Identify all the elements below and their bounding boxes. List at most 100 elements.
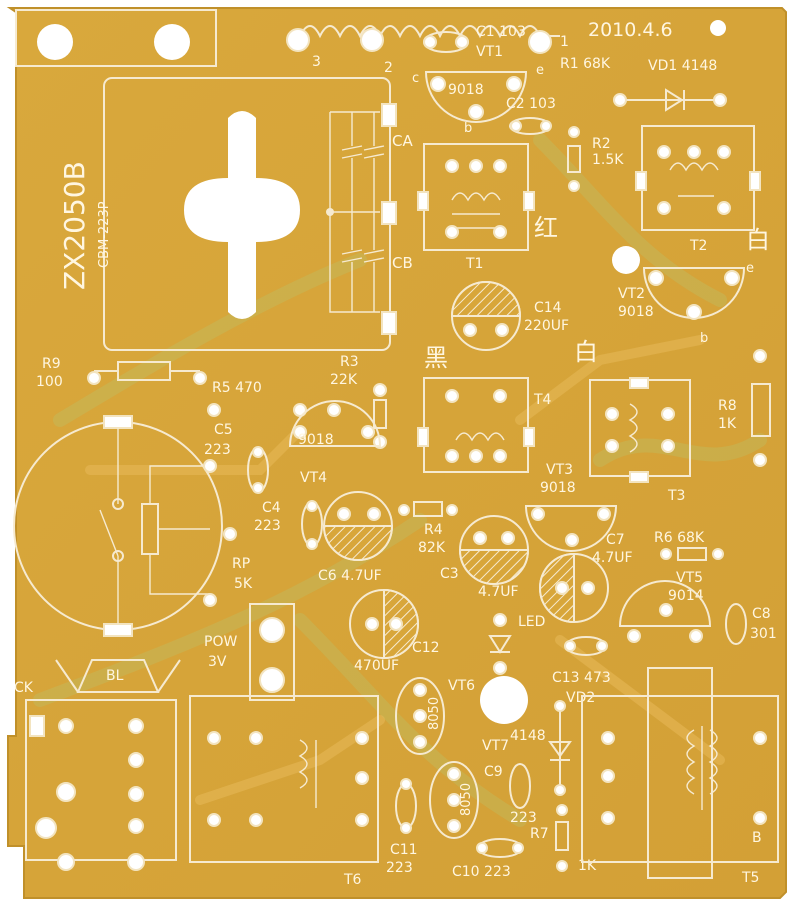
pad [512, 842, 524, 854]
pad [657, 145, 671, 159]
vt2-type: 9018 [618, 304, 654, 320]
c14-hatch [450, 281, 522, 317]
pad [127, 853, 145, 871]
pad [293, 425, 307, 439]
pad [29, 715, 45, 737]
c14-label: C14 [534, 300, 562, 316]
pad [373, 383, 387, 397]
pad [495, 323, 509, 337]
vt1-label: VT1 [476, 44, 503, 60]
tuning-cap-pad [381, 311, 397, 335]
r2-value: 1.5K [592, 152, 624, 168]
c2-label: C2 103 [506, 96, 556, 112]
pad [581, 581, 595, 595]
led-label: LED [518, 614, 545, 630]
r8-value: 1K [718, 416, 737, 432]
t5-outline [581, 695, 779, 863]
pad [753, 731, 767, 745]
pad [413, 709, 427, 723]
mount-hole [37, 24, 73, 60]
t4-coil [455, 432, 505, 442]
r3-value: 22K [330, 372, 358, 388]
pad [493, 449, 507, 463]
pad [58, 718, 74, 734]
pad [601, 731, 615, 745]
t2-label: T2 [689, 238, 707, 254]
vt1-outline [424, 71, 528, 123]
vt6-label: VT6 [448, 678, 475, 694]
vt4-type: 9018 [298, 432, 334, 448]
pad [413, 683, 427, 697]
c3-hatch [458, 549, 530, 585]
pad [306, 538, 318, 550]
tuning-cap-node [326, 208, 334, 216]
vd2-symbol [548, 710, 572, 790]
pad [605, 407, 619, 421]
c10-label: C10 223 [452, 864, 511, 880]
pad [463, 323, 477, 337]
c11-label: C11 [390, 842, 418, 858]
pad [556, 804, 568, 816]
pad [686, 304, 702, 320]
coil-pin-3: 3 [312, 54, 321, 70]
c6-label: C6 4.7UF [318, 568, 382, 584]
speaker-symbol [55, 659, 181, 693]
t2-color-white: 白 [746, 226, 770, 254]
c6-hatch [322, 525, 394, 561]
pad [35, 817, 57, 839]
fiducial-hole [710, 20, 726, 36]
tuning-cap-a: CA [392, 132, 413, 150]
r4-outline [413, 501, 443, 517]
pad [540, 120, 552, 132]
c9-value: 223 [510, 810, 537, 826]
c9-label: C9 [484, 764, 503, 780]
pad [554, 700, 566, 712]
c7-value: 4.7UF [592, 550, 633, 566]
pad [203, 593, 217, 607]
pad [468, 104, 484, 120]
pad [476, 842, 488, 854]
vt5-label: VT5 [676, 570, 703, 586]
pad [203, 459, 217, 473]
t6-label: T6 [343, 872, 362, 888]
pad [749, 171, 761, 191]
t5-coil [686, 726, 718, 810]
c9-outline [509, 763, 531, 809]
pad [627, 629, 641, 643]
pad [613, 93, 627, 107]
pad [657, 201, 671, 215]
t3-color-white: 白 [574, 338, 598, 366]
board-hole [612, 246, 640, 274]
pad [601, 769, 615, 783]
coil-pad [286, 28, 310, 52]
pad [648, 270, 664, 286]
board-hole [480, 676, 528, 724]
vt6-type: 8050 [427, 697, 442, 730]
pad [207, 813, 221, 827]
pad [523, 427, 535, 447]
coil-pin-2: 2 [384, 60, 393, 76]
pad [753, 349, 767, 363]
ck-outline [25, 699, 177, 861]
c1-label: C1 103 [476, 24, 526, 40]
pad [128, 752, 144, 768]
c3-value: 4.7UF [478, 584, 519, 600]
pad [689, 629, 703, 643]
pad [417, 191, 429, 211]
pad [506, 76, 522, 92]
pad [565, 533, 579, 547]
pad [717, 145, 731, 159]
t5-label: T5 [741, 870, 759, 886]
t6-outline [189, 695, 379, 863]
pad [447, 819, 461, 833]
pad [493, 225, 507, 239]
pad [207, 731, 221, 745]
c8-value: 301 [750, 626, 777, 642]
pad [493, 613, 507, 627]
pad [445, 225, 459, 239]
pad [555, 581, 569, 595]
vt3-type: 9018 [540, 480, 576, 496]
c5-value: 223 [204, 442, 231, 458]
r7-outline [555, 821, 569, 851]
